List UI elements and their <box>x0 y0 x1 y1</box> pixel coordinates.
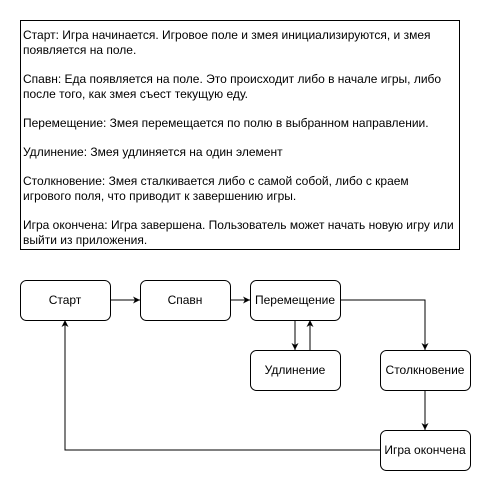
description-collision: Столкновение: Змея сталкивается либо с с… <box>23 174 409 203</box>
description-game-over: Игра окончена: Игра завершена. Пользоват… <box>23 218 454 247</box>
description-start: Старт: Игра начинается. Игровое поле и з… <box>23 28 431 57</box>
edge-game-over-to-start <box>61 320 380 451</box>
node-grow: Удлинение <box>250 350 341 391</box>
description-box: Старт: Игра начинается. Игровое поле и з… <box>20 20 460 250</box>
node-collision-label: Столкновение <box>386 363 465 377</box>
description-move: Перемещение: Змея перемещается по полю в… <box>23 116 429 130</box>
node-move-label: Перемещение <box>255 293 335 307</box>
node-spawn-label: Спавн <box>168 293 203 307</box>
node-grow-label: Удлинение <box>265 363 326 377</box>
description-grow: Удлинение: Змея удлиняется на один элеме… <box>23 145 283 159</box>
node-move: Перемещение <box>250 280 341 321</box>
node-start: Старт <box>20 280 111 321</box>
description-spawn: Спавн: Еда появляется на поле. Это проис… <box>23 72 442 101</box>
node-collision: Столкновение <box>380 350 471 391</box>
node-start-label: Старт <box>49 293 82 307</box>
node-game-over: Игра окончена <box>380 430 471 471</box>
node-spawn: Спавн <box>140 280 231 321</box>
node-game-over-label: Игра окончена <box>384 443 466 457</box>
edges <box>61 296 429 451</box>
edge-move-to-collision <box>340 299 429 350</box>
